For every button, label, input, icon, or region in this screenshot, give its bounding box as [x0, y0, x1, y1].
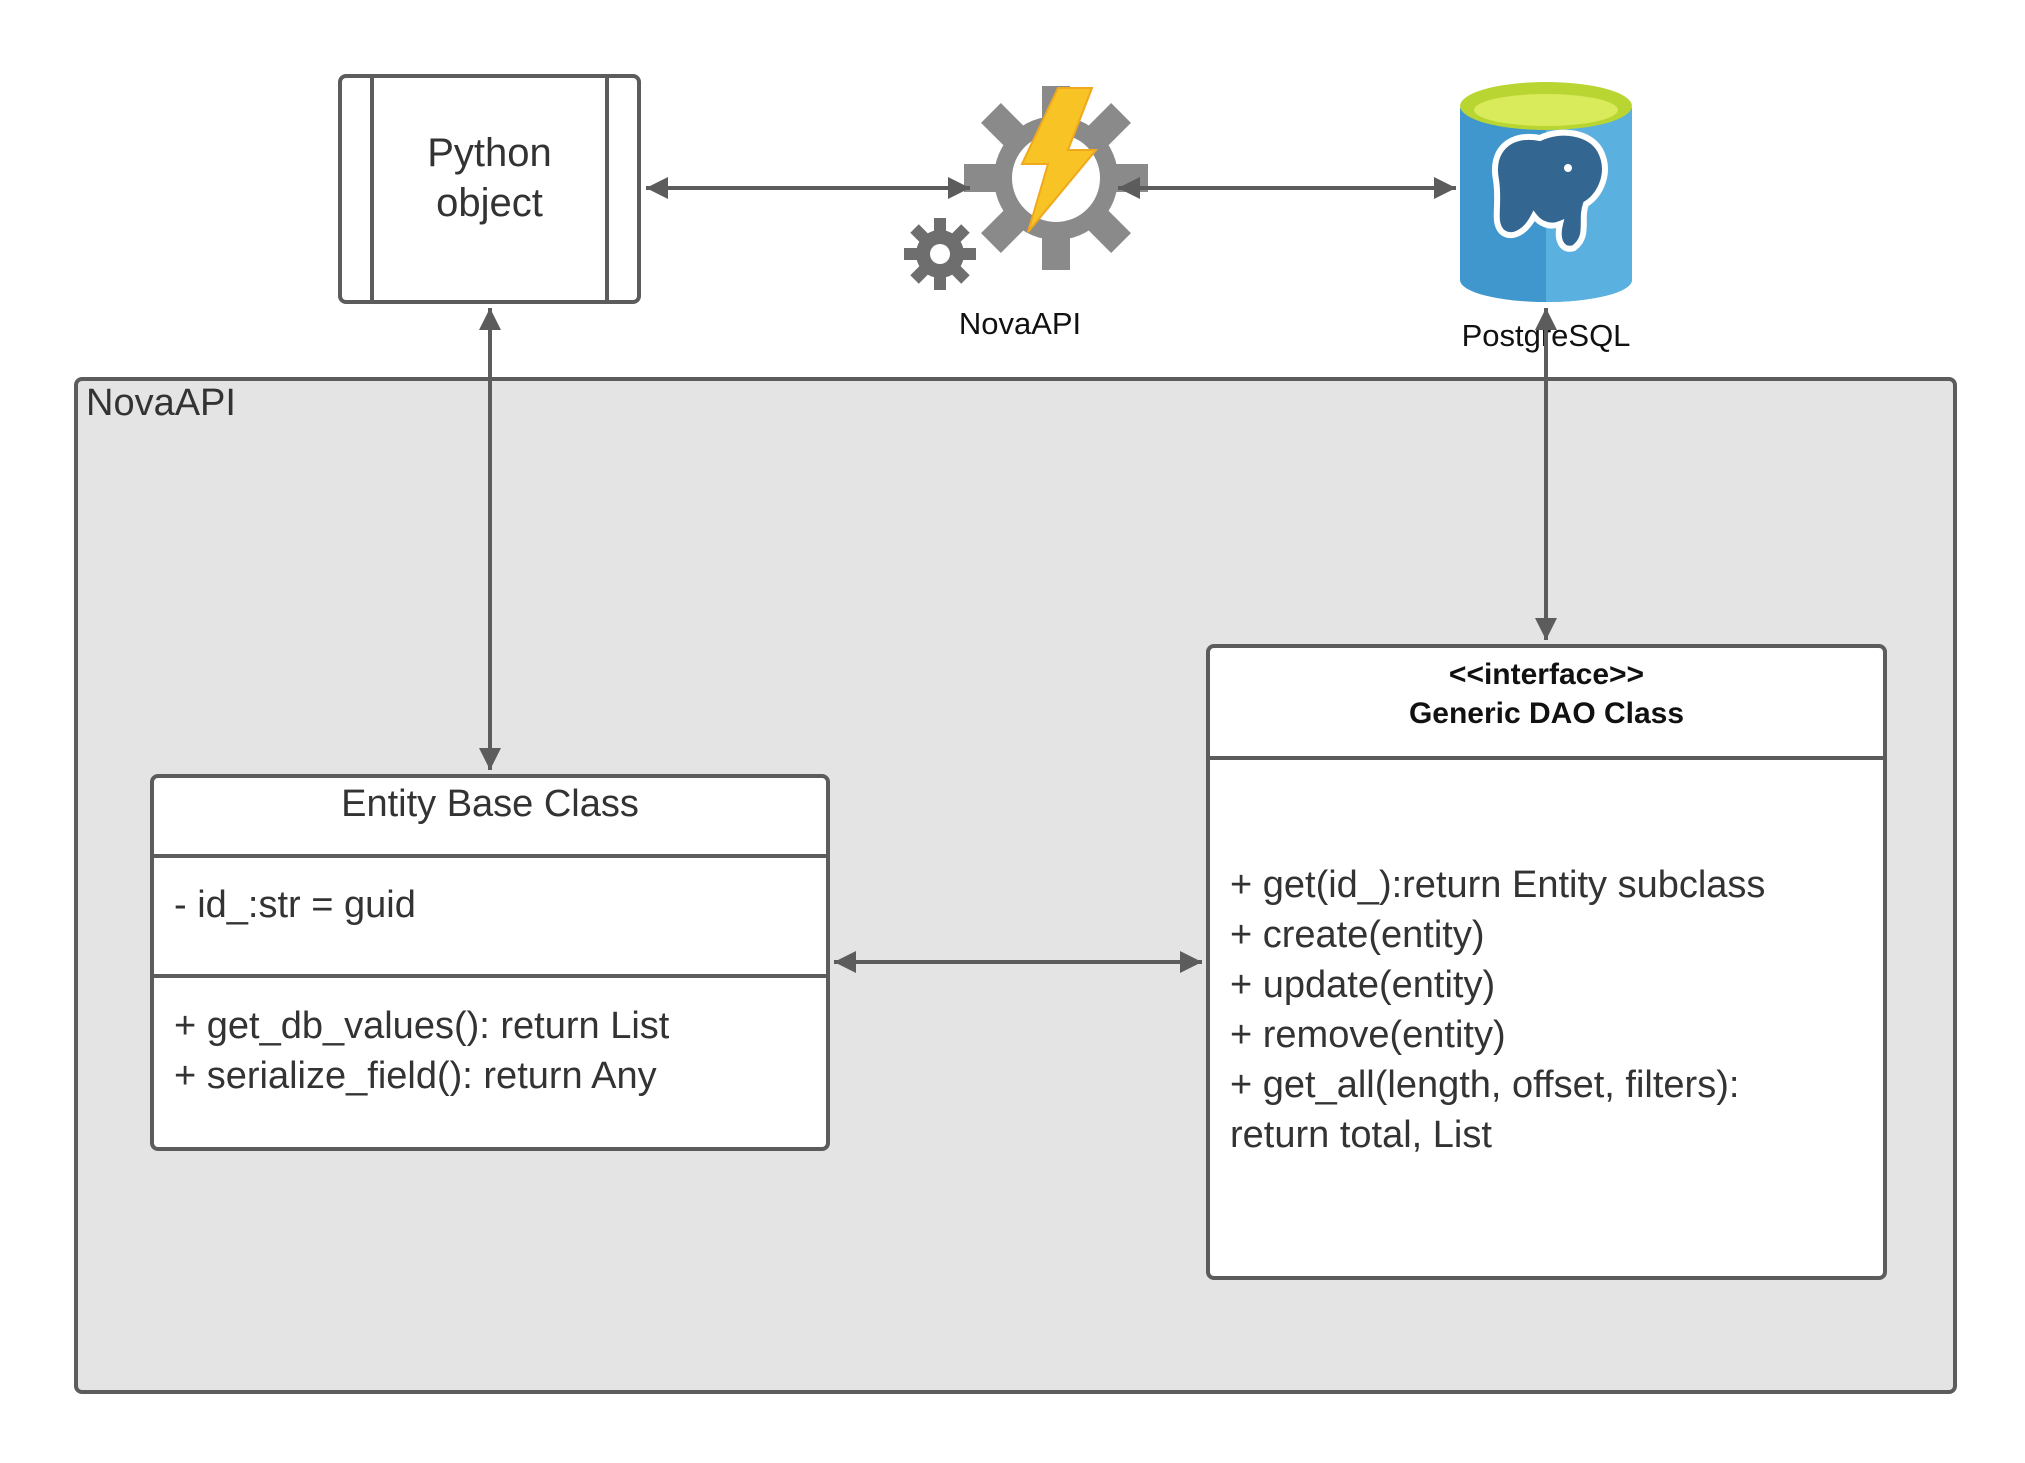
- python-object-line2: object: [436, 181, 543, 225]
- python-object-label: Python object: [338, 128, 641, 228]
- box-right-bar: [605, 78, 609, 300]
- entity-base-class-box[interactable]: [150, 774, 830, 1151]
- entity-class-title: Entity Base Class: [341, 783, 639, 825]
- dao-operation: + remove(entity): [1230, 1014, 1506, 1056]
- entity-title-divider: [154, 854, 826, 858]
- entity-attribute: - id_:str = guid: [174, 884, 416, 926]
- dao-title-divider: [1210, 756, 1883, 760]
- dao-operation: + create(entity): [1230, 914, 1485, 956]
- entity-attr-divider: [154, 974, 826, 978]
- dao-operation: + get(id_):return Entity subclass: [1230, 864, 1766, 906]
- dao-stereotype: <<interface>>: [1448, 658, 1645, 691]
- python-object-box[interactable]: [338, 74, 641, 304]
- generic-dao-class-box[interactable]: [1206, 644, 1887, 1280]
- entity-operation: + serialize_field(): return Any: [174, 1055, 657, 1097]
- container-label: NovaAPI: [86, 382, 236, 424]
- dao-operation: + update(entity): [1230, 964, 1496, 1006]
- elephant-logo: [1491, 129, 1608, 252]
- dao-operation: return total, List: [1230, 1114, 1492, 1156]
- dao-operation: + get_all(length, offset, filters):: [1230, 1064, 1740, 1106]
- python-object-line1: Python: [427, 131, 552, 175]
- box-left-bar: [370, 78, 374, 300]
- small-gear: [904, 218, 976, 290]
- dao-class-title: Generic DAO Class: [1408, 697, 1685, 730]
- lightning-bolt: [1020, 87, 1099, 233]
- entity-operation: + get_db_values(): return List: [174, 1005, 670, 1047]
- cylinder-top-inner: [1474, 94, 1618, 126]
- novaapi-caption: NovaAPI: [958, 306, 1082, 341]
